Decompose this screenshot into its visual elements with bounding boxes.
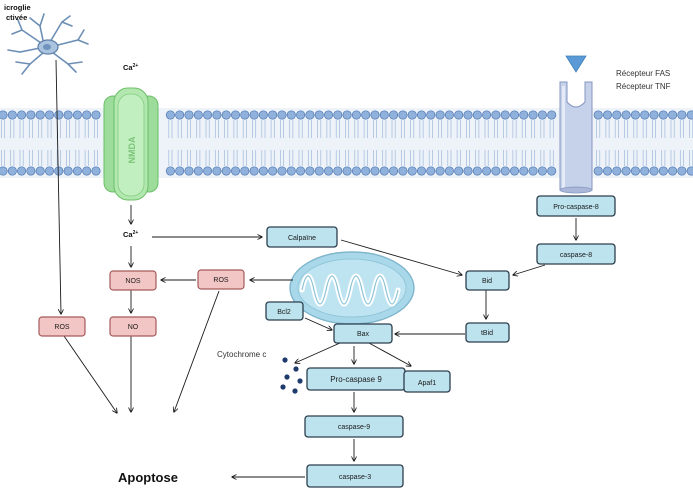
- membrane-heads-inner: [0, 166, 693, 176]
- box-bid: Bid: [465, 270, 510, 291]
- arrow-ros-apoptose: [63, 335, 117, 413]
- caspase-8-label: caspase-8: [560, 252, 592, 259]
- calcium-ion-extracellular: Ca2+: [123, 63, 138, 72]
- receptor-tnf-label: Récepteur TNF: [616, 82, 671, 91]
- caspase-9-label: caspase-9: [338, 424, 370, 431]
- box-pro-caspase-9: Pro-caspase 9: [306, 367, 406, 391]
- calpaine-label: Calpaïne: [288, 235, 316, 242]
- membrane-lipid-tails: [1, 120, 693, 166]
- box-calpaine: Calpaïne: [266, 226, 338, 248]
- microglia-label-line1: icroglie: [4, 3, 31, 12]
- receptor-fas-label: Récepteur FAS: [616, 69, 670, 78]
- box-ros-left: ROS: [38, 316, 86, 337]
- cytochrome-c-label: Cytochrome c: [217, 350, 266, 359]
- arrow-bax-apaf1: [368, 342, 411, 366]
- arrow-bax-cytochrome: [295, 342, 341, 363]
- apoptose-label: Apoptose: [118, 470, 178, 485]
- box-nos: NOS: [109, 270, 157, 291]
- pro-caspase-9-label: Pro-caspase 9: [330, 375, 382, 384]
- bax-label: Bax: [357, 331, 370, 338]
- apaf1-label: Apaf1: [418, 380, 436, 387]
- arrow-rosright-apoptose: [174, 290, 220, 412]
- ros-right-label: ROS: [213, 277, 229, 284]
- box-bax: Bax: [333, 323, 393, 344]
- tbid-label: tBid: [481, 330, 493, 337]
- arrow-caspase8-bid: [513, 264, 546, 275]
- mitochondrion-icon: [289, 251, 415, 325]
- caspase-3-label: caspase-3: [339, 474, 371, 481]
- bid-label: Bid: [482, 278, 492, 285]
- microglia-label-line2: ctivée: [6, 13, 27, 22]
- box-no: NO: [109, 316, 157, 337]
- nmda-label: NMDA: [127, 136, 137, 163]
- membrane-heads-outer: [0, 110, 693, 120]
- arrow-calpaine-bid: [340, 239, 462, 275]
- arrow-bcl2-bax: [304, 317, 332, 330]
- box-tbid: tBid: [465, 322, 510, 343]
- pathway-arrows: [55, 59, 576, 477]
- ros-left-label: ROS: [54, 324, 70, 331]
- nmda-receptor-channel: [103, 87, 159, 201]
- bcl2-label: Bcl2: [277, 309, 291, 316]
- calcium-ion-intracellular: Ca2+: [123, 230, 138, 239]
- box-ros-right: ROS: [197, 269, 245, 290]
- box-pro-caspase-8: Pro-caspase-8: [536, 195, 616, 217]
- nos-label: NOS: [125, 278, 141, 285]
- box-bcl2: Bcl2: [265, 301, 304, 321]
- no-label: NO: [128, 324, 139, 331]
- death-receptor: [559, 81, 593, 194]
- box-caspase-3: caspase-3: [306, 464, 404, 488]
- box-apaf1: Apaf1: [403, 370, 451, 393]
- death-ligand-icon: [565, 55, 587, 73]
- box-caspase-9: caspase-9: [304, 415, 404, 438]
- arrow-microglia-ros: [55, 59, 61, 314]
- box-caspase-8: caspase-8: [536, 243, 616, 265]
- activated-microglia-icon: [7, 13, 89, 75]
- cytochrome-c-molecules: [280, 357, 303, 394]
- pro-caspase-8-label: Pro-caspase-8: [553, 204, 599, 211]
